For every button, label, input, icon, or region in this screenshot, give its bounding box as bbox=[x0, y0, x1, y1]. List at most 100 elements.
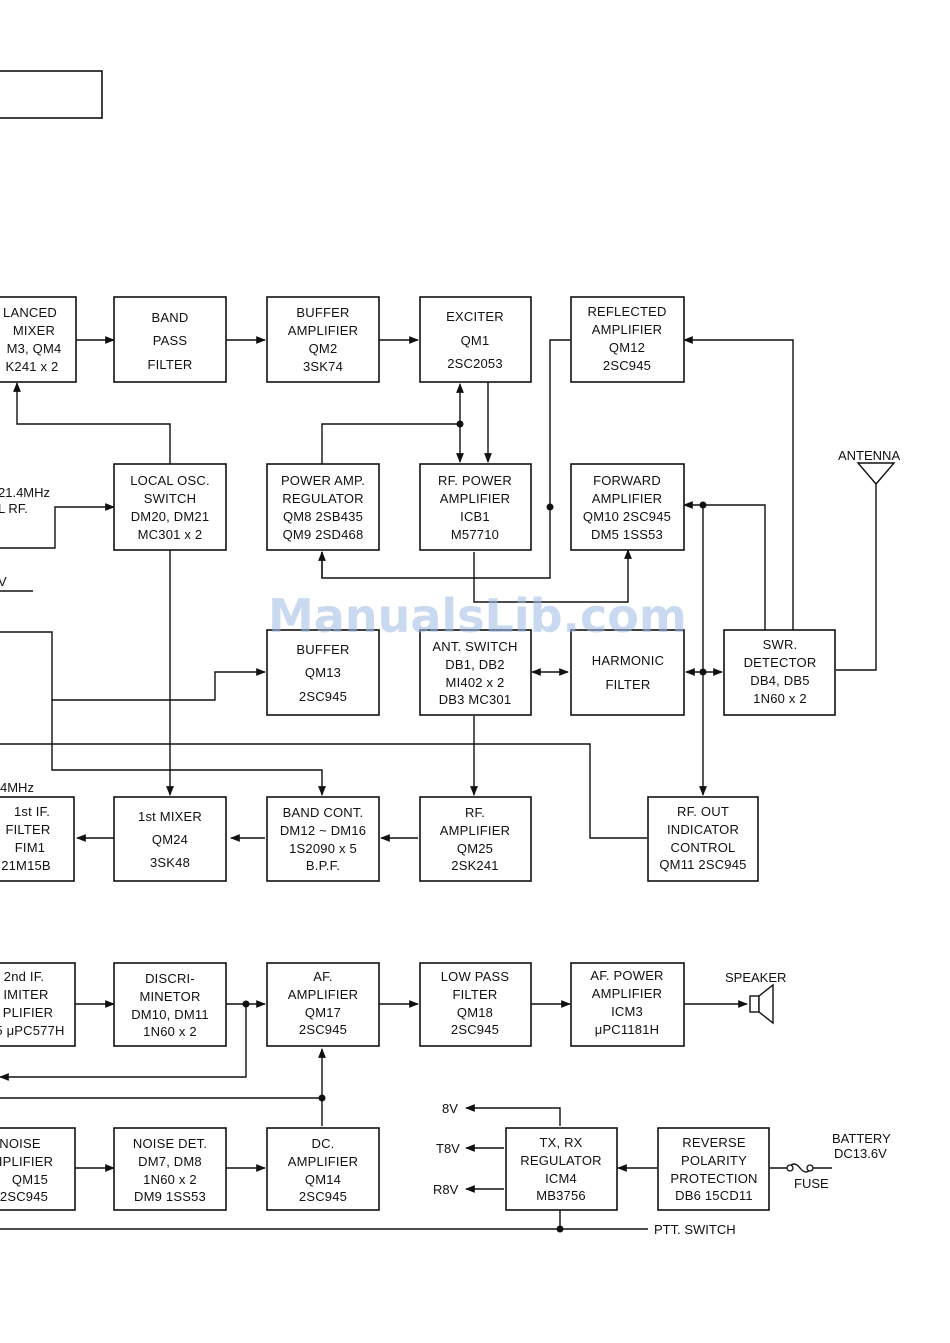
swr-detector-line: SWR. bbox=[763, 637, 798, 652]
antenna-label: ANTENNA bbox=[838, 448, 900, 463]
balanced-mixer-block bbox=[0, 296, 77, 383]
noise-amplifier-line: QM15 bbox=[12, 1172, 48, 1187]
power-amp-regulator-line: QM9 2SD468 bbox=[283, 527, 364, 542]
first-if-filter-line: 21M15B bbox=[1, 858, 51, 873]
af-amplifier-line: QM17 bbox=[305, 1005, 341, 1020]
rail-r8v-label: R8V bbox=[433, 1182, 459, 1197]
af-amplifier-block bbox=[266, 962, 380, 1047]
local-osc-switch-line: LOCAL OSC. bbox=[130, 473, 210, 488]
low-pass-filter-block bbox=[419, 962, 532, 1047]
balanced-mixer-line: K241 x 2 bbox=[6, 359, 59, 374]
buffer-qm13-line: 2SC945 bbox=[299, 689, 347, 704]
ant-switch-line: MI402 x 2 bbox=[446, 675, 505, 690]
af-amplifier-line: AMPLIFIER bbox=[288, 987, 358, 1002]
rf-amplifier-line: QM25 bbox=[457, 841, 493, 856]
tx-rx-regulator-line: ICM4 bbox=[545, 1171, 577, 1186]
rf-power-amplifier-line: M57710 bbox=[451, 527, 499, 542]
forward-amplifier-line: QM10 2SC945 bbox=[583, 509, 671, 524]
exciter-line: QM1 bbox=[461, 333, 490, 348]
balanced-mixer-line: M3, QM4 bbox=[7, 341, 62, 356]
noise-det-line: 1N60 x 2 bbox=[143, 1172, 197, 1187]
tx-rx-regulator-line: REGULATOR bbox=[520, 1153, 602, 1168]
af-power-amplifier-line: μPC1181H bbox=[595, 1022, 660, 1037]
low-pass-filter-line: FILTER bbox=[452, 987, 497, 1002]
harmonic-filter-line: HARMONIC bbox=[592, 653, 664, 668]
reflected-amplifier-line: REFLECTED bbox=[587, 304, 666, 319]
noise-det-line: DM9 1SS53 bbox=[134, 1189, 206, 1204]
exciter-line: EXCITER bbox=[446, 309, 504, 324]
second-if-limiter-block bbox=[0, 962, 76, 1047]
discriminator-line: 1N60 x 2 bbox=[143, 1024, 197, 1039]
left-mark-label: V bbox=[0, 574, 7, 589]
antenna-icon bbox=[856, 462, 896, 486]
forward-amplifier-block bbox=[570, 463, 685, 551]
dc-amplifier-line: AMPLIFIER bbox=[288, 1154, 358, 1169]
local-rf-label: L RF. bbox=[0, 501, 28, 516]
balanced-mixer-line: LANCED bbox=[3, 305, 57, 320]
low-pass-filter-line: LOW PASS bbox=[441, 969, 510, 984]
tx-rx-regulator-line: MB3756 bbox=[536, 1188, 586, 1203]
fuse-label: FUSE bbox=[794, 1176, 829, 1191]
rf-amplifier-line: AMPLIFIER bbox=[440, 823, 510, 838]
buffer-amplifier-qm2-line: QM2 bbox=[309, 341, 338, 356]
reflected-amplifier-block bbox=[570, 296, 685, 383]
reverse-polarity-line: PROTECTION bbox=[670, 1171, 757, 1186]
forward-amplifier-line: FORWARD bbox=[593, 473, 661, 488]
rf-amplifier-line: 2SK241 bbox=[451, 858, 498, 873]
rail-t8v-label: T8V bbox=[436, 1141, 460, 1156]
reverse-polarity-line: REVERSE bbox=[682, 1135, 746, 1150]
band-cont-line: 1S2090 x 5 bbox=[289, 841, 357, 856]
ptt-switch-label: PTT. SWITCH bbox=[654, 1222, 736, 1237]
af-power-amplifier-line: AMPLIFIER bbox=[592, 986, 662, 1001]
discriminator-line: DM10, DM11 bbox=[131, 1007, 209, 1022]
buffer-qm13-block bbox=[266, 629, 380, 716]
rf-out-indicator-line: INDICATOR bbox=[667, 822, 739, 837]
signal-wires bbox=[0, 336, 877, 1233]
band-cont-line: DM12 ~ DM16 bbox=[280, 823, 366, 838]
title-box bbox=[0, 70, 103, 119]
ant-switch-line: DB3 MC301 bbox=[439, 692, 512, 707]
rf-amplifier-block bbox=[419, 796, 532, 882]
reflected-amplifier-line: 2SC945 bbox=[603, 358, 651, 373]
low-pass-filter-line: 2SC945 bbox=[451, 1022, 499, 1037]
first-mixer-block bbox=[113, 796, 227, 882]
dc-amplifier-line: QM14 bbox=[305, 1172, 341, 1187]
noise-amplifier-line: 2SC945 bbox=[0, 1189, 48, 1204]
first-mixer-line: 3SK48 bbox=[150, 855, 190, 870]
buffer-amplifier-qm2-block bbox=[266, 296, 380, 383]
first-mixer-line: QM24 bbox=[152, 832, 188, 847]
band-cont-line: B.P.F. bbox=[306, 858, 340, 873]
discriminator-line: MINETOR bbox=[139, 989, 200, 1004]
power-amp-regulator-line: QM8 2SB435 bbox=[283, 509, 363, 524]
harmonic-filter-block bbox=[570, 629, 685, 716]
tx-rx-regulator-line: TX, RX bbox=[539, 1135, 582, 1150]
af-power-amplifier-line: AF. POWER bbox=[590, 968, 663, 983]
second-if-limiter-line: IMITER bbox=[3, 987, 48, 1002]
swr-detector-line: DB4, DB5 bbox=[750, 673, 809, 688]
dc-amplifier-line: DC. bbox=[312, 1136, 335, 1151]
rf-out-indicator-line: RF. OUT bbox=[677, 804, 729, 819]
power-amp-regulator-line: POWER AMP. bbox=[281, 473, 365, 488]
band-cont-line: BAND CONT. bbox=[283, 805, 364, 820]
noise-det-block bbox=[113, 1127, 227, 1211]
tx-rx-regulator-block bbox=[505, 1127, 618, 1211]
af-power-amplifier-line: ICM3 bbox=[611, 1004, 643, 1019]
ant-switch-block bbox=[419, 629, 532, 716]
rf-out-indicator-line: CONTROL bbox=[671, 840, 736, 855]
noise-amplifier-block bbox=[0, 1127, 76, 1211]
second-if-limiter-line: 5 μPC577H bbox=[0, 1023, 65, 1038]
exciter-block bbox=[419, 296, 532, 383]
noise-amplifier-line: IPLIFIER bbox=[0, 1154, 53, 1169]
first-mixer-line: 1st MIXER bbox=[138, 809, 202, 824]
noise-det-line: DM7, DM8 bbox=[138, 1154, 202, 1169]
noise-amplifier-line: NOISE bbox=[0, 1136, 41, 1151]
swr-detector-line: DETECTOR bbox=[744, 655, 817, 670]
battery-label: BATTERY bbox=[832, 1131, 891, 1146]
power-amp-regulator-line: REGULATOR bbox=[282, 491, 364, 506]
first-if-filter-line: FILTER bbox=[5, 822, 50, 837]
rf-power-amplifier-line: AMPLIFIER bbox=[440, 491, 510, 506]
local-osc-switch-block bbox=[113, 463, 227, 551]
low-pass-filter-line: QM18 bbox=[457, 1005, 493, 1020]
watermark: ManualsLib.com bbox=[268, 589, 687, 643]
first-if-filter-line: 1st IF. bbox=[14, 804, 50, 819]
